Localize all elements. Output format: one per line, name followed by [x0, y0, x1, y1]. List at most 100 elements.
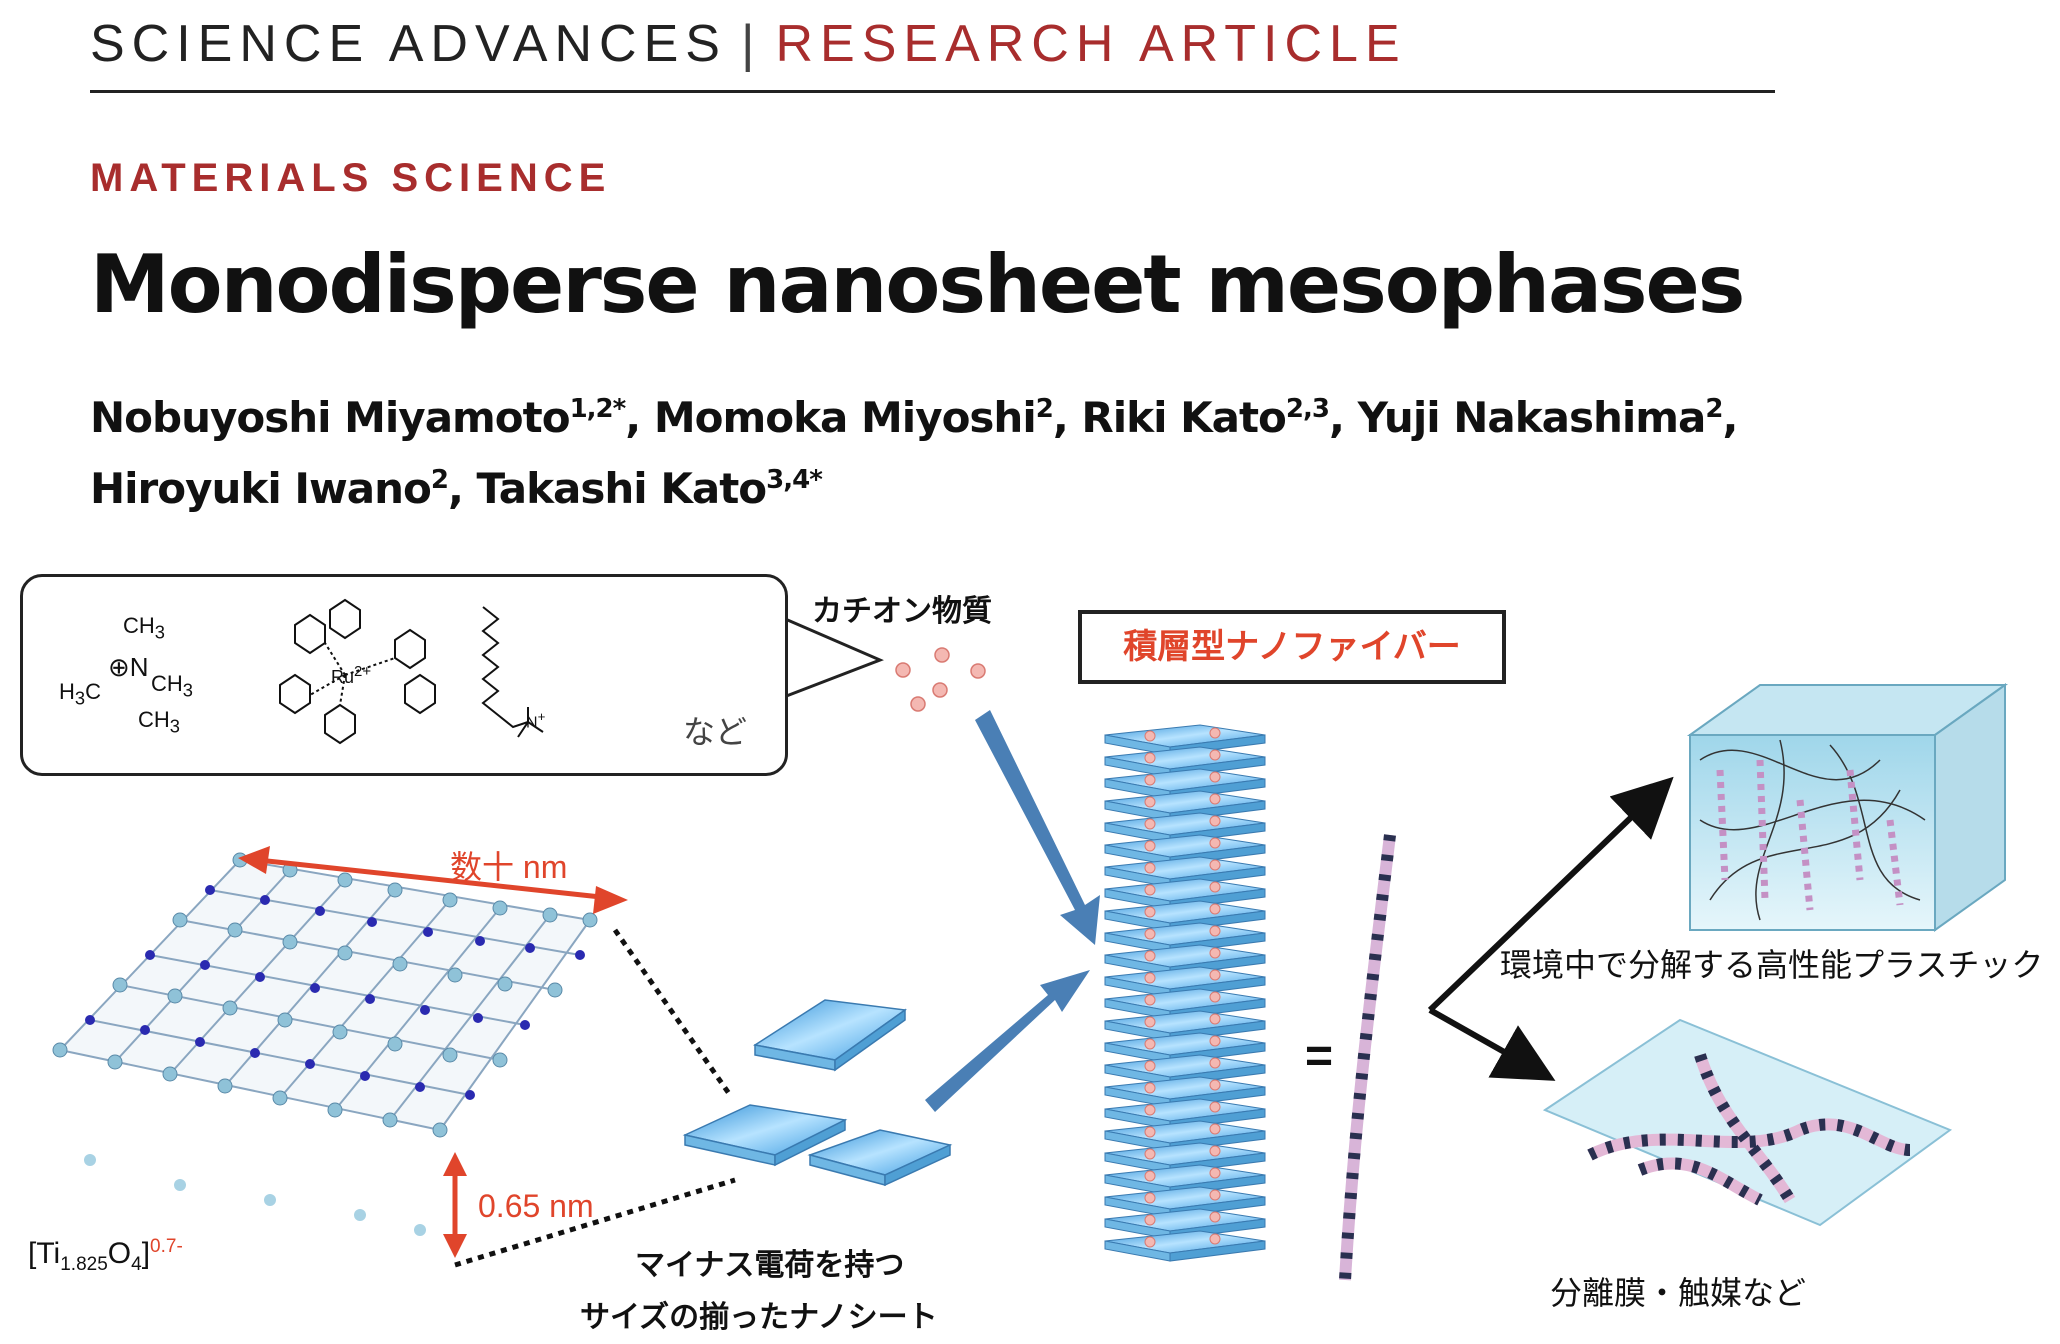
author-list: Nobuyoshi Miyamoto1,2*, Momoka Miyoshi2,…	[90, 378, 1738, 520]
nanosheets	[682, 999, 953, 1187]
cation-dot	[1144, 1104, 1156, 1116]
blue-arrows	[925, 710, 1100, 1112]
cation-dot	[1209, 859, 1221, 871]
cation-dot	[1144, 972, 1156, 984]
article-type: RESEARCH ARTICLE	[775, 15, 1407, 73]
author-name[interactable]: Riki Kato	[1081, 393, 1287, 442]
cation-dot	[1144, 1170, 1156, 1182]
cation-dot	[1209, 1101, 1221, 1113]
cation-dot	[1144, 1148, 1156, 1160]
cation-dot	[1144, 818, 1156, 830]
cation-dot	[1209, 771, 1221, 783]
cation-dot	[1144, 840, 1156, 852]
membrane-label: 分離膜・触媒など	[1550, 1275, 1807, 1311]
zoom-guides	[454, 928, 736, 1268]
stacked-sheet	[1104, 1230, 1266, 1262]
cation-dot	[1144, 950, 1156, 962]
nanosheet-caption-line2: サイズの揃ったナノシート	[580, 1300, 938, 1335]
cation-dot	[1144, 1236, 1156, 1248]
cation-dot	[1209, 727, 1221, 739]
surfactant-chain-icon	[481, 606, 544, 738]
stacked-sheet	[1104, 1032, 1266, 1064]
cation-dot	[1209, 815, 1221, 827]
cation-dot	[1144, 1126, 1156, 1138]
nanosheet-caption-line1: マイナス電荷を持つ	[635, 1248, 905, 1283]
cation-dot	[1209, 1189, 1221, 1201]
author-name[interactable]: Hiroyuki Iwano	[90, 464, 432, 513]
cation-dot	[1209, 1233, 1221, 1245]
tma-nitrogen: ⊕N	[108, 652, 149, 682]
branch-arrows	[1427, 776, 1674, 1081]
cation-dot	[1209, 749, 1221, 761]
cation-dot	[1209, 1079, 1221, 1091]
cation-dot	[1209, 793, 1221, 805]
formula-label: [Ti1.825O4]0.7-	[28, 1236, 183, 1275]
cation-label: カチオン物質	[812, 594, 992, 629]
fiber-label: 積層型ナノファイバー	[1123, 627, 1461, 667]
cation-dot	[1144, 994, 1156, 1006]
header-separator: |	[740, 15, 762, 73]
cation-dot	[1209, 1035, 1221, 1047]
cation-dot	[1209, 1123, 1221, 1135]
cation-dot	[1209, 1145, 1221, 1157]
fiber-label-box: 積層型ナノファイバー	[1078, 610, 1506, 684]
plastic-label: 環境中で分解する高性能プラスチック	[1500, 947, 2044, 983]
cation-dot	[1144, 774, 1156, 786]
cation-dot	[1209, 837, 1221, 849]
ru-label: Ru2+	[331, 663, 372, 687]
single-fiber	[1339, 834, 1396, 1281]
tma-h3c: H3C	[59, 679, 101, 709]
author-line-1: Nobuyoshi Miyamoto1,2*, Momoka Miyoshi2,…	[90, 393, 1738, 442]
cation-dot	[1144, 752, 1156, 764]
stacked-sheet	[1104, 812, 1266, 844]
cation-dot	[1209, 991, 1221, 1003]
cation-dot	[1144, 1060, 1156, 1072]
cation-dot	[1209, 947, 1221, 959]
callout-tail	[775, 613, 884, 702]
author-name[interactable]: Takashi Kato	[476, 464, 768, 513]
article-title: Monodisperse nanosheet mesophases	[90, 238, 1745, 331]
journal-name: SCIENCE ADVANCES	[90, 15, 727, 73]
tma-ch3-right: CH3	[151, 671, 193, 701]
cation-dot	[1209, 1167, 1221, 1179]
author-name[interactable]: Nobuyoshi Miyamoto	[90, 393, 571, 442]
cation-dot	[1209, 1211, 1221, 1223]
cation-dot	[1144, 906, 1156, 918]
author-name[interactable]: Yuji Nakashima	[1357, 393, 1707, 442]
plastic-cube	[1686, 683, 2009, 932]
cation-dot	[1144, 1016, 1156, 1028]
cation-dots	[895, 647, 986, 712]
author-name[interactable]: Momoka Miyoshi	[653, 393, 1037, 442]
lateral-size-label: 数十 nm	[450, 849, 568, 885]
tma-ch3-bottom: CH3	[138, 707, 180, 737]
cation-dot	[1144, 1192, 1156, 1204]
stacked-sheet	[1104, 856, 1266, 888]
membrane-plane	[1542, 1018, 1953, 1227]
cation-dot	[1144, 796, 1156, 808]
cation-dot	[1144, 1214, 1156, 1226]
surfactant-nitrogen: N+	[526, 709, 546, 732]
cation-dot	[1209, 881, 1221, 893]
tma-ch3-top: CH3	[123, 613, 165, 643]
cation-callout: CH3 ⊕N H3C CH3 CH3 Ru2+ N+ など	[20, 574, 788, 776]
dimension-arrows	[238, 846, 628, 1258]
cation-dot	[1144, 928, 1156, 940]
titanate-lattice	[52, 852, 598, 1236]
author-line-2: Hiroyuki Iwano2, Takashi Kato3,4*	[90, 464, 823, 513]
cation-dot	[1209, 925, 1221, 937]
cation-dot	[1144, 862, 1156, 874]
thickness-label: 0.65 nm	[478, 1188, 594, 1224]
section-label: MATERIALS SCIENCE	[90, 156, 612, 200]
cation-dot	[1144, 1038, 1156, 1050]
cation-dot	[1144, 730, 1156, 742]
cation-dot	[1209, 1013, 1221, 1025]
equals-sign: =	[1305, 1030, 1333, 1083]
cation-dot	[1209, 969, 1221, 981]
etc-label: など	[683, 714, 748, 750]
header-rule	[90, 90, 1775, 93]
cation-dot	[1144, 884, 1156, 896]
ru-bipyridine-icon	[279, 598, 436, 745]
cation-dot	[1209, 1057, 1221, 1069]
cation-dot	[1144, 1082, 1156, 1094]
